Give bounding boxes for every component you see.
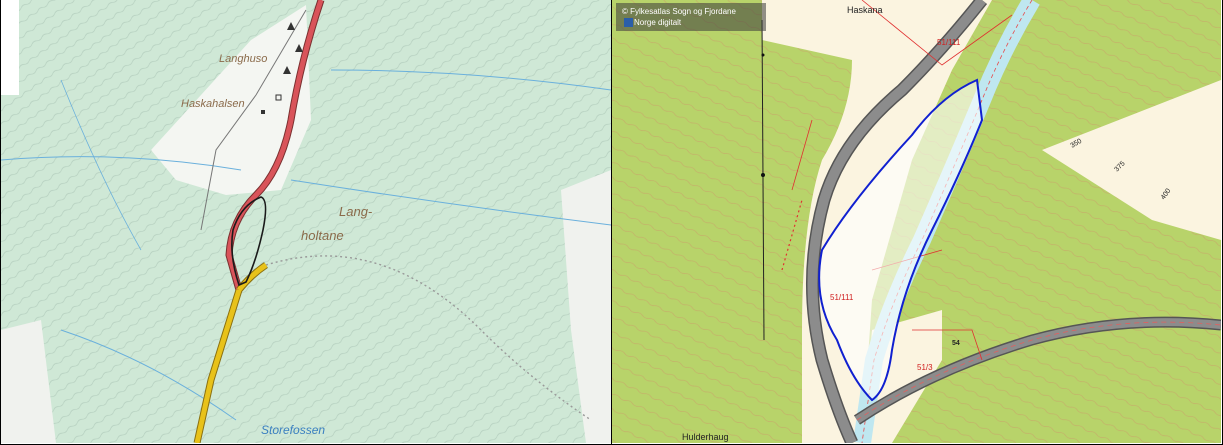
open-land-area	[151, 5, 311, 195]
highlighted-area[interactable]	[818, 78, 984, 402]
property-line	[791, 0, 1013, 361]
copyright-text: © Fylkesatlas Sogn og Fjordane	[622, 7, 737, 16]
stream	[290, 179, 611, 226]
place-label-haskahalsen: Haskahalsen	[181, 98, 245, 110]
building-marker	[287, 22, 295, 30]
nd-logo-icon	[624, 18, 633, 27]
power-line	[200, 9, 307, 231]
place-label-lang: Lang-	[339, 204, 373, 219]
open-land-area	[561, 170, 611, 443]
open-land-area	[1, 320, 56, 443]
parcel-label: 51/3	[917, 363, 933, 372]
elevation-label: 350	[1070, 138, 1084, 150]
parcel-label: 51/111	[937, 38, 961, 47]
cadastral-map[interactable]: © Fylkesatlas Sogn og Fjordane Norge dig…	[612, 0, 1221, 443]
place-label-holtane: holtane	[301, 228, 344, 243]
place-label-langhuso: Langhuso	[219, 53, 267, 65]
building-marker	[283, 66, 291, 74]
building-marker	[275, 94, 282, 101]
copyright-box	[616, 3, 766, 31]
power-line-marker	[761, 173, 765, 177]
place-label-hulderhaug: Hulderhaug	[682, 432, 729, 442]
secondary-road	[194, 262, 268, 443]
area-boundary	[231, 196, 267, 287]
cadastral-map-panel: © Fylkesatlas Sogn og Fjordane Norge dig…	[612, 0, 1223, 445]
water-label-storefossen: Storefossen	[261, 423, 325, 437]
building-marker	[261, 110, 265, 114]
road-centerline	[856, 321, 1221, 421]
stream	[1, 156, 242, 171]
parcel-label: 51/111	[830, 293, 854, 302]
map-toolbar[interactable]	[1, 0, 19, 95]
property-line	[781, 199, 803, 271]
road	[807, 0, 986, 443]
topographic-map-panel: Langhuso Haskahalsen Lang- holtane Store…	[0, 0, 612, 445]
power-line	[761, 19, 765, 341]
topographic-map[interactable]: Langhuso Haskahalsen Lang- holtane Store…	[1, 0, 611, 443]
stream	[330, 69, 611, 91]
copyright-text-2: Norge digitalt	[634, 18, 682, 27]
place-label-haskana: Haskana	[847, 5, 883, 15]
stream	[60, 79, 142, 251]
building-marker	[295, 44, 303, 52]
power-line-marker	[761, 53, 765, 57]
main-road	[226, 0, 324, 291]
road-number-label: 54	[952, 340, 960, 347]
stream	[60, 329, 237, 421]
open-land-area	[1042, 80, 1221, 240]
